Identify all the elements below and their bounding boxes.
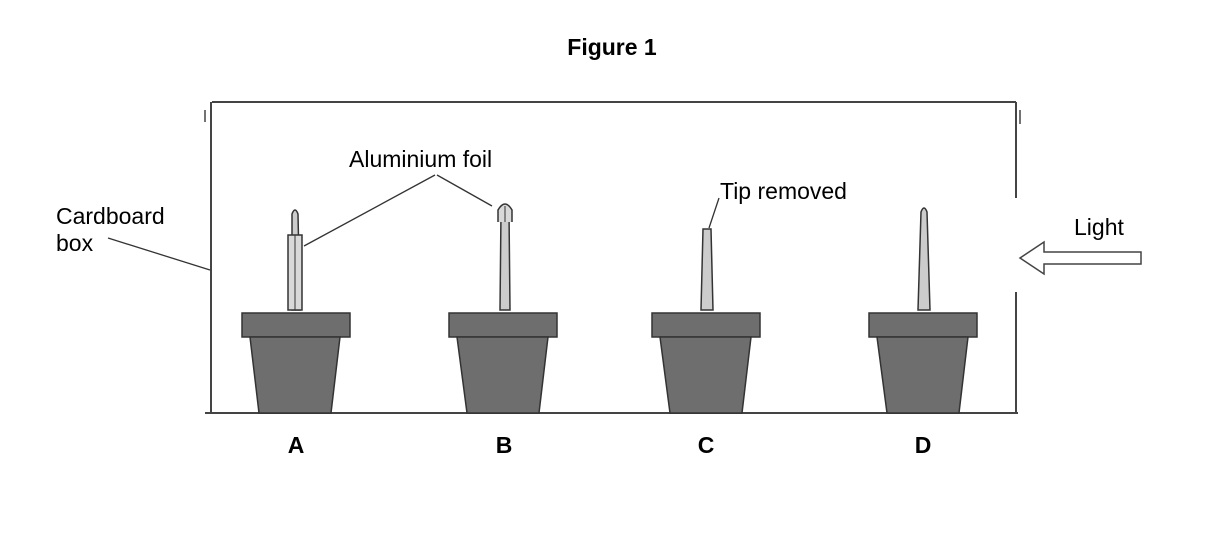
cardboard-label-line2: box	[56, 230, 94, 256]
shoot-d	[917, 207, 931, 311]
shoot-c	[700, 228, 714, 311]
pot-label-c: C	[697, 432, 715, 458]
figure-title: Figure 1	[567, 34, 657, 60]
light-arrow-icon	[1018, 240, 1142, 276]
pot-a	[241, 209, 351, 414]
light-label: Light	[1074, 214, 1124, 240]
shoot-b	[499, 208, 511, 311]
pot-label-a: A	[287, 432, 305, 458]
tip-removed-label: Tip removed	[720, 178, 847, 204]
cardboard-box	[204, 101, 1021, 414]
leader-lines	[107, 174, 720, 271]
cardboard-label-line1: Cardboard	[56, 203, 165, 229]
pot-label-b: B	[495, 432, 513, 458]
aluminium-foil-label: Aluminium foil	[349, 146, 493, 172]
pot-c	[651, 228, 761, 414]
pot-b	[448, 203, 558, 414]
pot-label-d: D	[914, 432, 932, 458]
pot-d	[868, 207, 978, 414]
